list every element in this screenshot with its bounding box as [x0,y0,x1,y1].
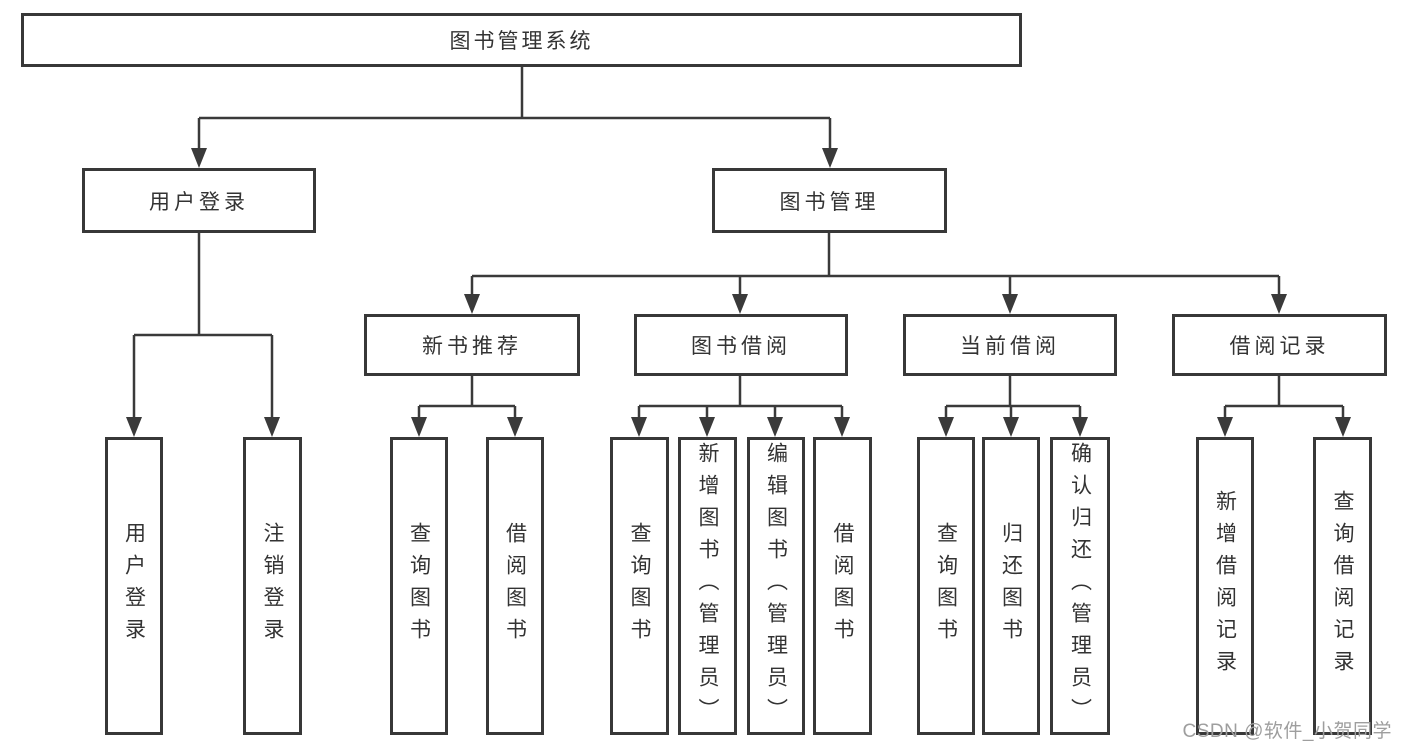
node-borrowing-records: 借阅记录 [1172,314,1387,376]
leaf-query-books-1: 查询图书 [390,437,448,735]
connector-bookmgmt-to-level3 [470,233,1281,298]
leaf-add-book-admin-label: 新增图书（管理员） [696,442,719,730]
leaf-borrow-books-1-label: 借阅图书 [503,522,527,650]
csdn-watermark: CSDN @软件_小贺同学 [1182,721,1392,742]
arrowheads [126,148,1351,437]
node-library-management-system: 图书管理系统 [21,13,1022,67]
leaf-edit-book-admin: 编辑图书（管理员） [747,437,805,735]
leaf-query-books-2: 查询图书 [610,437,669,735]
leaf-borrow-books-2: 借阅图书 [813,437,872,735]
node-new-book-recommend: 新书推荐 [364,314,580,376]
connector-currentborrow-to-leaves [944,376,1082,421]
leaf-query-books-3: 查询图书 [917,437,975,735]
leaf-query-borrow-record: 查询借阅记录 [1313,437,1372,735]
leaf-query-books-3-label: 查询图书 [934,522,958,650]
leaf-return-book-label: 归还图书 [999,522,1023,650]
connector-userlogin-to-leaves [132,232,274,421]
leaf-query-borrow-record-label: 查询借阅记录 [1331,490,1354,682]
leaf-edit-book-admin-label: 编辑图书（管理员） [764,442,788,730]
leaf-borrow-books-1: 借阅图书 [486,437,544,735]
leaf-return-book: 归还图书 [982,437,1040,735]
leaf-user-login: 用户登录 [105,437,163,735]
node-book-borrowing: 图书借阅 [634,314,848,376]
leaf-add-borrow-record-label: 新增借阅记录 [1213,490,1237,682]
leaf-confirm-return-admin: 确认归还（管理员） [1050,437,1110,735]
connector-newbooks-to-leaves [417,376,517,421]
node-current-borrowing: 当前借阅 [903,314,1117,376]
leaf-query-books-2-label: 查询图书 [628,522,651,650]
leaf-logout-label: 注销登录 [261,522,284,650]
leaf-user-login-label: 用户登录 [122,522,146,650]
leaf-add-borrow-record: 新增借阅记录 [1196,437,1254,735]
leaf-add-book-admin: 新增图书（管理员） [678,437,737,735]
leaf-borrow-books-2-label: 借阅图书 [831,522,854,650]
node-book-management: 图书管理 [712,168,947,233]
connector-root-to-level2 [197,66,832,152]
leaf-confirm-return-admin-label: 确认归还（管理员） [1068,442,1092,730]
connector-bookborrow-to-leaves [637,376,844,421]
node-user-login: 用户登录 [82,168,316,233]
leaf-query-books-1-label: 查询图书 [407,522,431,650]
connector-records-to-leaves [1223,376,1345,421]
leaf-logout: 注销登录 [243,437,302,735]
